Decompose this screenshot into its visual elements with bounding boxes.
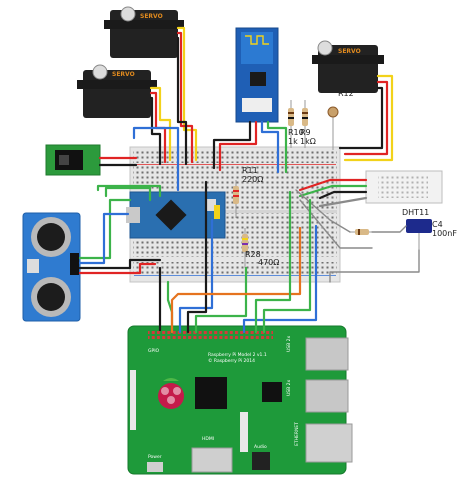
audio-label: Audio [254,444,267,450]
hdmi-label: HDMI [202,436,214,442]
resistor-r10 [288,100,294,148]
resistor-r11 [233,180,239,218]
r10-label: R10 [288,128,304,137]
resistor-r9 [302,100,308,148]
power-label: Power [148,454,162,460]
raspberry-pi [127,325,353,475]
photoresistor-r12 [327,106,339,150]
power-jack [45,144,101,176]
pi-title-line2: © Raspberry Pi 2014 [208,357,255,364]
resistor-small-right [350,229,372,235]
bluetooth-module [235,27,279,123]
ultrasonic-sensor [22,212,81,322]
r12-label: R12 [338,89,354,98]
wires [78,26,420,334]
servo-label: SERVO [140,13,163,20]
resistor-r28 [242,228,248,268]
r9-value: 1kΩ [300,137,316,146]
dht11-sensor [365,170,443,204]
ethernet-label: ETHERNET [294,422,300,446]
c4-label: C4 [432,220,443,229]
pi-title-line1: Raspberry Pi Model 2 v1.1 [208,352,267,358]
usb1-label: USB 2x [286,335,292,352]
servo-top-left: SERVO [104,6,184,58]
servo-label: SERVO [112,71,135,78]
servo-mid-left: SERVO [77,64,157,118]
servo-top-right: SERVO [312,40,384,93]
r11-value: 220Ω [242,175,263,184]
servo-label: SERVO [338,48,361,55]
raspberry-logo [158,378,184,409]
dht11-label: DHT11 [402,208,429,217]
r9-label: R9 [300,128,311,137]
arduino-nano [126,191,226,239]
usb2-label: USB 2x [286,379,292,396]
c4-value: 100nF [432,229,457,238]
r10-value: 1k [288,137,298,146]
capacitor-c4 [406,219,432,250]
gpio-label: GPIO [148,348,160,354]
r28-value: 470Ω [258,258,279,267]
r28-label: R28 [245,250,261,259]
r11-label: R11 [242,166,258,175]
